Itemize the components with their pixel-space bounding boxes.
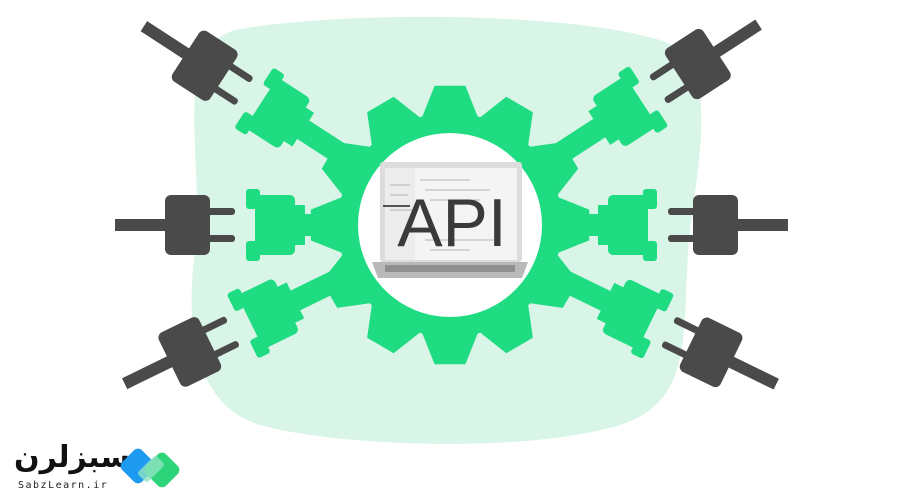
logo-domain: SabzLearn.ir bbox=[18, 480, 109, 491]
logo-name: سبزلرن bbox=[14, 440, 130, 475]
plug-icon bbox=[115, 195, 235, 255]
plug-icon bbox=[649, 19, 762, 104]
socket bbox=[255, 195, 295, 255]
arm-upper-right bbox=[536, 19, 762, 175]
laptop-icon: API bbox=[372, 162, 528, 278]
socket bbox=[608, 195, 648, 255]
socket bbox=[603, 279, 662, 349]
plug-icon bbox=[661, 317, 779, 390]
socket bbox=[239, 279, 298, 348]
plug-icon bbox=[140, 21, 253, 105]
plug-icon bbox=[122, 316, 239, 390]
plug-icon bbox=[668, 195, 788, 255]
logo-mark-icon bbox=[120, 448, 180, 488]
sabzlearn-logo[interactable]: سبزلرن SabzLearn.ir bbox=[10, 440, 190, 495]
socket bbox=[593, 77, 656, 146]
api-label: API bbox=[397, 185, 507, 261]
socket bbox=[246, 79, 310, 148]
arm-left bbox=[115, 189, 340, 261]
